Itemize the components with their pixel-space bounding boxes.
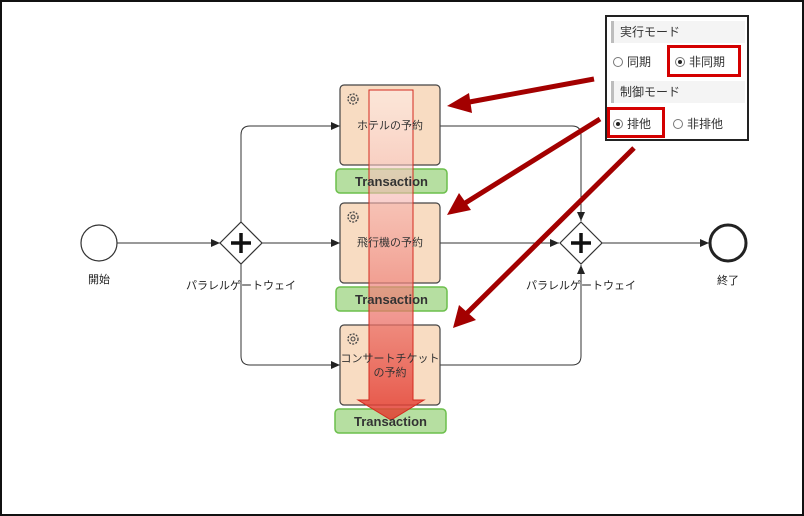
execution-order-arrow (356, 89, 426, 421)
callout-arrows (447, 76, 636, 328)
execution-mode-heading: 実行モード (611, 21, 745, 43)
start-event-label: 開始 (88, 273, 110, 286)
join-gateway[interactable] (559, 221, 603, 265)
highlight-async (667, 45, 741, 77)
transaction-badge-hotel-label: Transaction (355, 174, 428, 189)
settings-panel: 実行モード 同期 非同期 制御モード 排他 非排他 (605, 15, 749, 141)
transaction-badge-concert-label: Transaction (354, 414, 427, 429)
control-mode-heading: 制御モード (611, 81, 745, 103)
execution-mode-async-radio[interactable]: 非同期 (675, 53, 725, 71)
radio-icon (613, 57, 623, 67)
flow-concert-to-join (440, 265, 585, 366)
transaction-badge-flight-label: Transaction (355, 292, 428, 307)
callout-arrow-concert (462, 146, 636, 318)
callout-arrowhead (453, 305, 476, 328)
task-concert-label-line1: コンサートチケット (340, 352, 440, 365)
execution-mode-sync-label: 同期 (627, 55, 652, 69)
control-mode-exclusive-radio[interactable]: 排他 (613, 115, 651, 133)
gear-icon (347, 211, 359, 223)
radio-icon (673, 119, 683, 129)
radio-selected-icon (613, 119, 623, 129)
end-event-label: 終了 (717, 274, 739, 287)
task-concert-label-line2: の予約 (373, 366, 407, 379)
split-gateway[interactable] (219, 221, 263, 265)
callout-arrow-flight (460, 116, 602, 208)
split-gateway-label: パラレルゲートウェイ (186, 279, 296, 292)
sequence-flows (117, 122, 709, 369)
gear-icon (347, 333, 359, 345)
gear-icon (347, 93, 359, 105)
flow-split-to-concert (240, 264, 340, 369)
highlight-exclusive (607, 107, 665, 138)
callout-arrow-hotel (463, 76, 595, 106)
callout-arrowhead (447, 93, 472, 113)
plus-icon (231, 233, 251, 253)
control-mode-nonexclusive-label: 非排他 (687, 117, 724, 131)
task-flight-label: 飛行機の予約 (357, 236, 423, 249)
execution-mode-async-label: 非同期 (689, 55, 726, 69)
task-hotel-label: ホテルの予約 (357, 119, 423, 132)
radio-selected-icon (675, 57, 685, 67)
flow-split-to-hotel (240, 122, 340, 222)
plus-icon (571, 233, 591, 253)
control-mode-exclusive-label: 排他 (627, 117, 652, 131)
callout-arrowhead (447, 193, 471, 215)
task-concert-label: コンサートチケット の予約 (338, 352, 442, 380)
flow-hotel-to-join (440, 125, 585, 221)
join-gateway-label: パラレルゲートウェイ (526, 279, 636, 292)
execution-mode-sync-radio[interactable]: 同期 (613, 53, 651, 71)
control-mode-nonexclusive-radio[interactable]: 非排他 (673, 115, 723, 133)
start-event[interactable] (80, 224, 118, 262)
end-event[interactable] (708, 223, 748, 263)
